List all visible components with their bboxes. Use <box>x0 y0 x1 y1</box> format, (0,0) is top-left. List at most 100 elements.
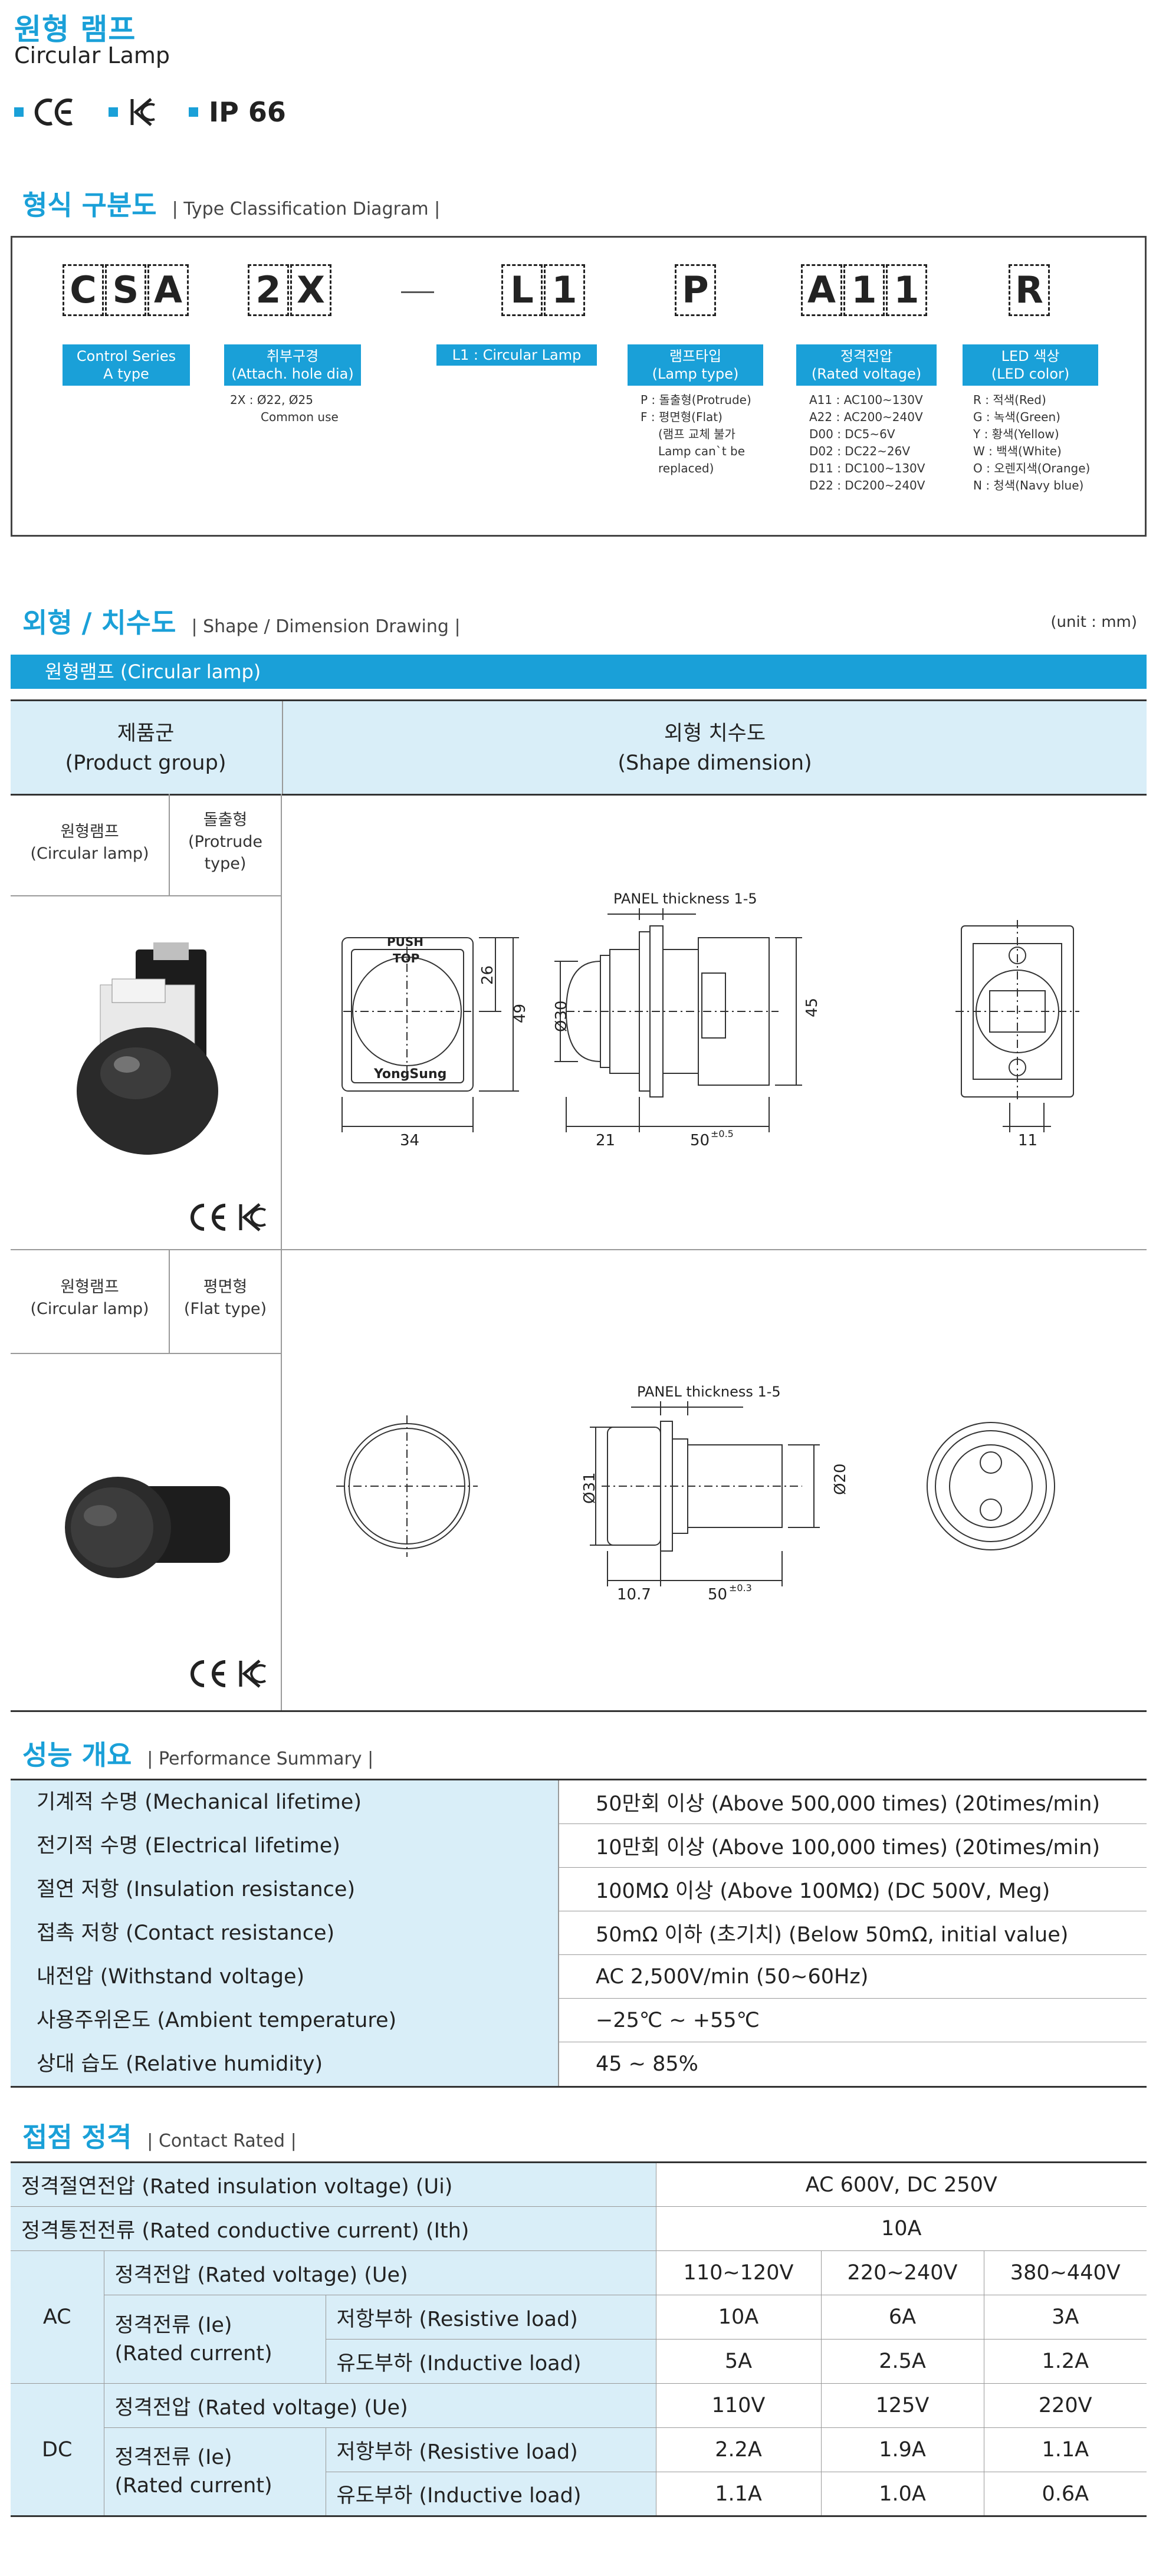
desc-line: W : 백색(White) <box>973 444 1062 458</box>
table-row: 정격통전전류 (Rated conductive current) (Ith) … <box>11 2206 1147 2251</box>
top-label: TOP <box>393 951 419 965</box>
ie-label: 정격전류 (Ie) (Rated current) <box>104 2295 326 2384</box>
table-row: 상대 습도 (Relative humidity) 45 ~ 85% <box>11 2042 1147 2086</box>
group-line: (Protrude <box>188 833 262 851</box>
dim-length-label: 21 <box>596 1132 615 1149</box>
section-title-ko: 형식 구분도 <box>22 189 157 221</box>
led-color-description: R : 적색(Red) G : 녹색(Green) Y : 황색(Yellow)… <box>973 392 1090 494</box>
grid-line <box>11 1249 1147 1250</box>
row-value: 50mΩ 이하 (초기치) (Below 50mΩ, initial value… <box>596 1923 1069 1947</box>
label-line: 취부구경 <box>266 348 319 364</box>
row-label: 접촉 저항 (Contact resistance) <box>11 1911 559 1955</box>
dim-tolerance-label: ±0.3 <box>729 1582 752 1593</box>
code-char: 1 <box>886 264 927 316</box>
group-line: 돌출형 <box>203 811 248 829</box>
bullet-square-icon <box>109 107 118 117</box>
label-line: (Attach. hole dia) <box>231 366 354 382</box>
section-title-en: | Type Classification Diagram | <box>172 199 441 219</box>
brand-label: YongSung <box>373 1067 446 1082</box>
row-label: 기계적 수명 (Mechanical lifetime) <box>11 1780 559 1824</box>
current-cell: 1.1A <box>983 2427 1147 2472</box>
row-value: AC 2,500V/min (50~60Hz) <box>596 1964 869 1989</box>
ith-label: 정격통전전류 (Rated conductive current) (Ith) <box>11 2206 656 2251</box>
led-color-label: LED 색상 (LED color) <box>963 344 1098 386</box>
ce-mark-icon <box>34 98 73 126</box>
table-row: 내전압 (Withstand voltage) AC 2,500V/min (50… <box>11 1954 1147 1999</box>
dim-diameter-label: Ø31 <box>581 1472 599 1504</box>
row-value: 10만회 이상 (Above 100,000 times) (20times/m… <box>596 1836 1101 1859</box>
table-row: 사용주위온도 (Ambient temperature)−25℃ ~ +55℃ <box>11 1998 1147 2042</box>
row-value: −25℃ ~ +55℃ <box>596 2008 760 2032</box>
group-line: (Circular lamp) <box>30 1300 149 1318</box>
dim-length-label: 10.7 <box>617 1586 651 1604</box>
voltage-cell: 380~440V <box>983 2250 1147 2295</box>
code-char: 2 <box>248 264 289 316</box>
header-line: 외형 치수도 <box>664 722 766 745</box>
dim-height-label: 26 <box>479 965 497 985</box>
table-row: 유도부하 (Inductive load) 5A 2.5A 1.2A <box>11 2339 1147 2384</box>
code-char: X <box>290 264 331 316</box>
ac-label: AC <box>11 2250 104 2384</box>
dim-width-label: 34 <box>400 1132 419 1149</box>
certification-badges: IP 66 <box>14 94 319 130</box>
shape-table-header: 제품군 (Product group) 외형 치수도 (Shape dimens… <box>11 699 1147 796</box>
grid-line <box>11 895 281 896</box>
label-line: L1 : Circular Lamp <box>452 347 582 363</box>
contact-rated-table: 정격절연전압 (Rated insulation voltage) (Ui) A… <box>11 2161 1147 2517</box>
desc-line: A11 : AC100~130V <box>809 393 923 407</box>
row-label: 상대 습도 (Relative humidity) <box>11 2042 559 2086</box>
lamp-type-label: 램프타입 (Lamp type) <box>628 344 763 386</box>
current-cell: 1.9A <box>820 2427 984 2472</box>
current-cell: 10A <box>655 2295 822 2340</box>
ue-label: 정격전압 (Rated voltage) (Ue) <box>103 2250 656 2295</box>
header-line: 제품군 <box>117 722 175 745</box>
grid-line <box>169 794 170 895</box>
row-label: 내전압 (Withstand voltage) <box>11 1954 559 1999</box>
group-circular-lamp: 원형램프 (Circular lamp) <box>11 1276 169 1320</box>
voltage-cell: 220~240V <box>820 2250 984 2295</box>
type-classification-frame <box>11 236 1147 537</box>
dim-diameter-label: Ø30 <box>553 1000 570 1032</box>
table-row: 절연 저항 (Insulation resistance)100MΩ 이상 (A… <box>11 1867 1147 1911</box>
code-char: S <box>105 264 146 316</box>
voltage-cell: 220V <box>983 2383 1147 2428</box>
label-line: LED 색상 <box>1001 348 1060 364</box>
inductive-label: 유도부하 (Inductive load) <box>326 2339 656 2384</box>
dim-length-label: 50 <box>708 1586 727 1604</box>
inductive-label: 유도부하 (Inductive load) <box>326 2472 656 2516</box>
row-label: 전기적 수명 (Electrical lifetime) <box>11 1823 559 1868</box>
desc-line: F : 평면형(Flat) <box>641 410 722 424</box>
performance-table: 기계적 수명 (Mechanical lifetime)50만회 이상 (Abo… <box>11 1779 1147 2088</box>
table-row: 기계적 수명 (Mechanical lifetime)50만회 이상 (Abo… <box>11 1780 1147 1824</box>
resistive-label: 저항부하 (Resistive load) <box>325 2295 656 2340</box>
attach-hole-description: 2X : Ø22, Ø25 Common use <box>230 392 339 426</box>
desc-line: 2X : Ø22, Ø25 <box>230 393 313 407</box>
ui-label: 정격절연전압 (Rated insulation voltage) (Ui) <box>11 2162 656 2207</box>
grid-line <box>169 1249 170 1353</box>
current-cell: 1.2A <box>983 2339 1147 2384</box>
group-flat-type: 평면형 (Flat type) <box>170 1276 281 1320</box>
dim-tolerance-label: ±0.5 <box>711 1128 734 1139</box>
current-cell: 1.0A <box>820 2472 984 2516</box>
ie-label-line: (Rated current) <box>114 2474 272 2498</box>
code-char: R <box>1009 264 1050 316</box>
bullet-square-icon <box>14 107 24 117</box>
section-title-en: | Contact Rated | <box>147 2131 297 2151</box>
ip-badge: IP 66 <box>189 96 286 128</box>
dim-diameter-label: Ø20 <box>832 1463 849 1495</box>
desc-line: R : 적색(Red) <box>973 393 1046 407</box>
current-cell: 5A <box>655 2339 822 2384</box>
group-line: 평면형 <box>203 1278 248 1296</box>
section-title-en: | Shape / Dimension Drawing | <box>191 616 461 637</box>
group-protrude-type: 돌출형 (Protrude type) <box>170 809 281 875</box>
code-char: 1 <box>843 264 885 316</box>
unit-note: (unit : mm) <box>1050 613 1137 631</box>
code-char: L <box>501 264 543 316</box>
desc-line: Lamp can`t be <box>658 444 746 458</box>
control-series-label: Control Series A type <box>63 344 190 386</box>
grid-line <box>11 1353 281 1354</box>
group-line: (Flat type) <box>183 1300 267 1318</box>
ip-rating: IP 66 <box>209 96 286 128</box>
row-value: 45 ~ 85% <box>596 2052 698 2076</box>
product-group-header: 제품군 (Product group) <box>11 701 281 796</box>
